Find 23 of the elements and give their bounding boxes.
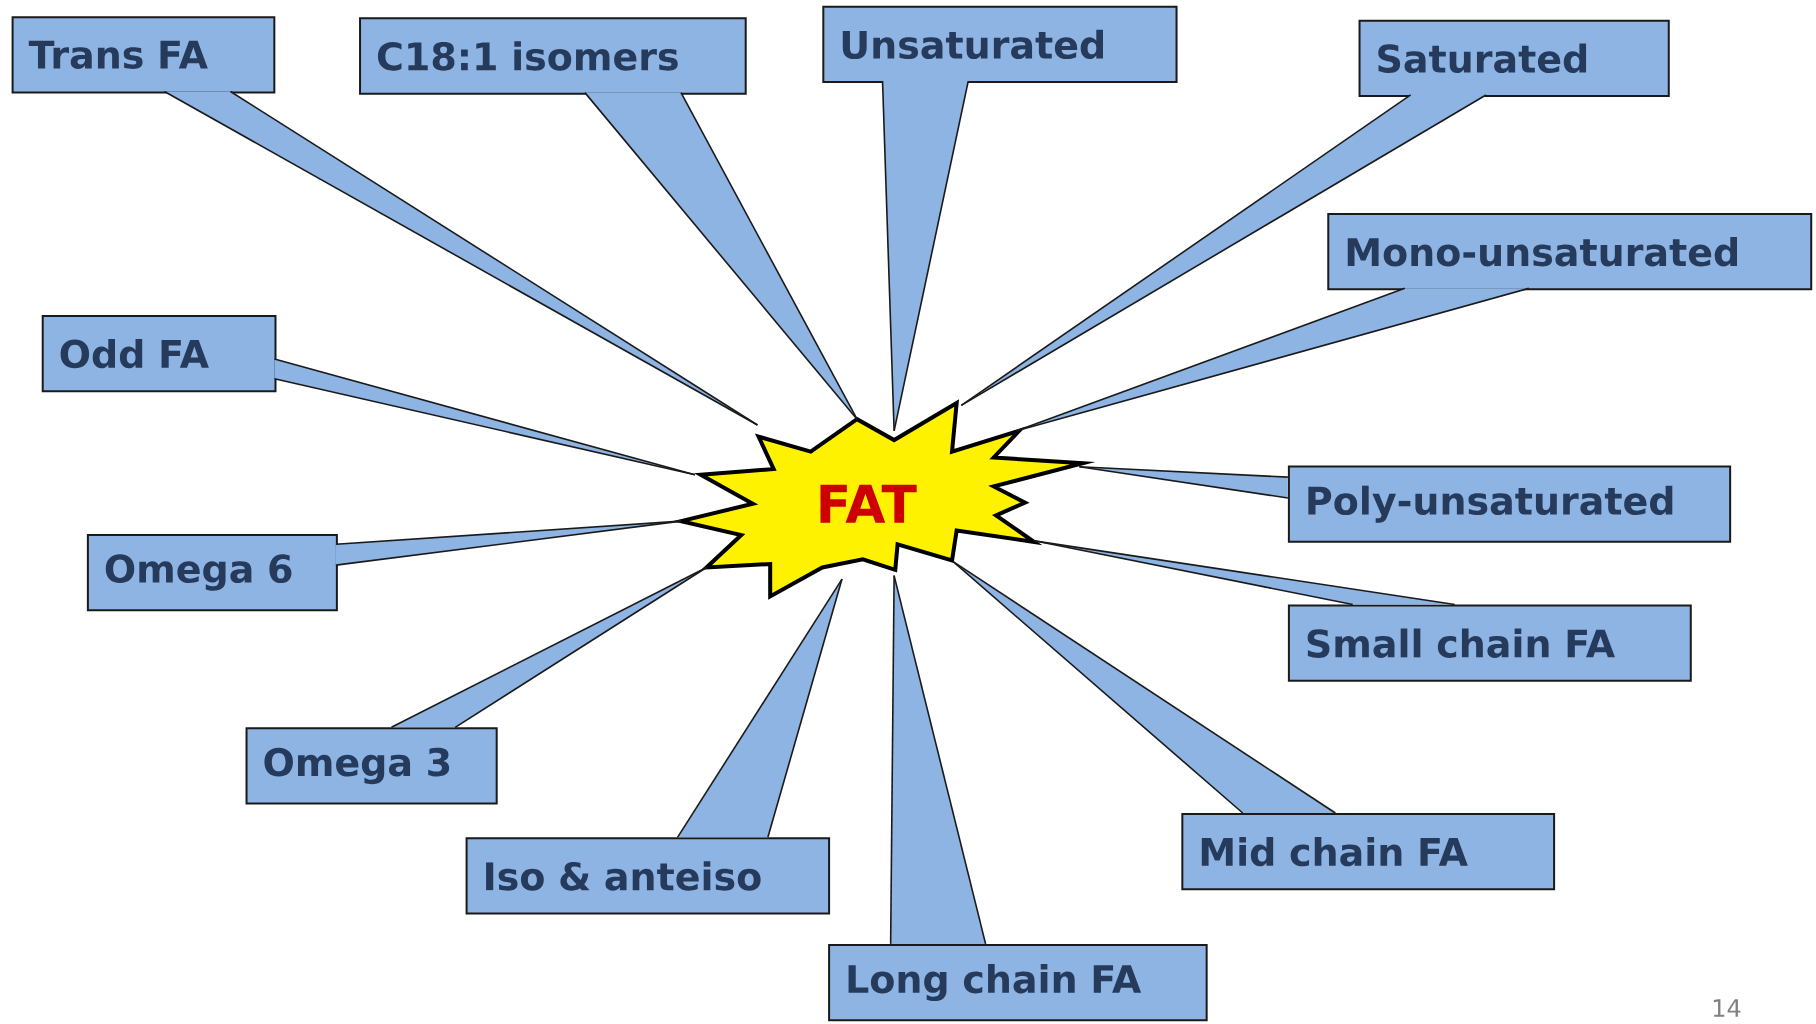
- starburst: FAT: [672, 399, 1096, 600]
- label-box: Omega 3: [245, 727, 498, 805]
- callout-wedge: [1016, 287, 1530, 432]
- label-box: Trans FA: [11, 16, 276, 94]
- label-box: Mid chain FA: [1181, 813, 1556, 891]
- label-box: Mono-unsaturated: [1327, 213, 1813, 291]
- label-box: Small chain FA: [1287, 604, 1692, 682]
- label-box: Omega 6: [86, 534, 338, 612]
- label-box: Odd FA: [41, 315, 277, 393]
- callout-wedge: [960, 94, 1487, 407]
- label-box: Unsaturated: [822, 5, 1178, 84]
- label-box: Saturated: [1358, 19, 1670, 98]
- label-box: Poly-unsaturated: [1287, 465, 1732, 543]
- label-box: Long chain FA: [828, 944, 1208, 1022]
- callout-wedge: [1078, 466, 1289, 499]
- label-box: C18:1 isomers: [359, 17, 747, 95]
- callout-wedge: [584, 91, 858, 421]
- page-number: 14: [1713, 999, 1741, 1017]
- callout-wedge: [335, 520, 682, 567]
- callout-wedge: [889, 574, 987, 945]
- callout-wedge: [273, 358, 696, 476]
- callout-wedge: [881, 80, 970, 432]
- label-box: Iso & anteiso: [465, 837, 831, 915]
